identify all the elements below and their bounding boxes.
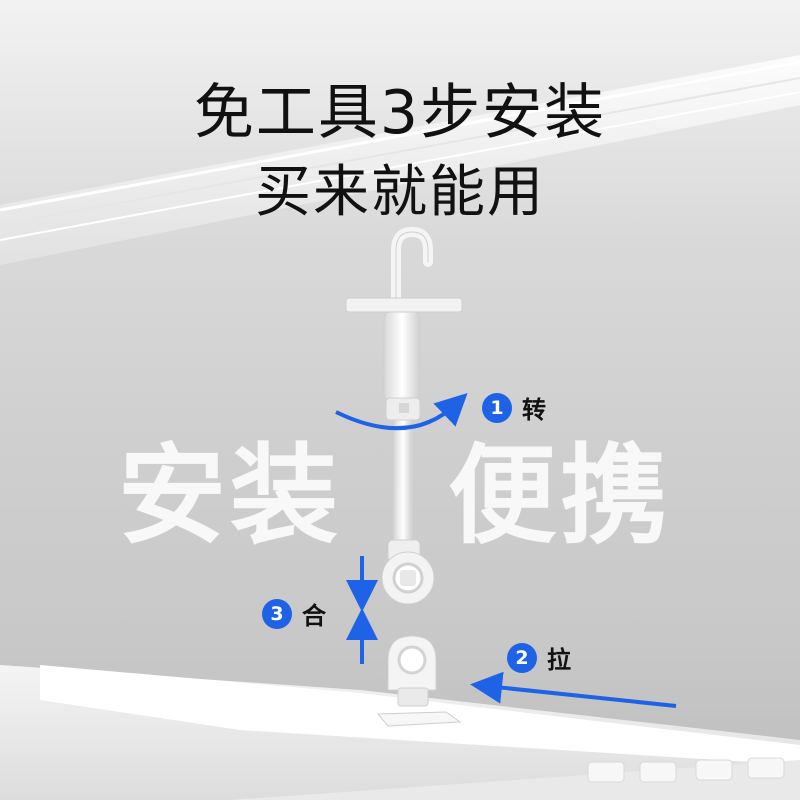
step-pull: 2 拉 [507,640,571,675]
step-label: 拉 [547,646,571,674]
hanger-rod [345,226,463,605]
headline-line2: 买来就能用 [255,160,545,225]
step-number-badge: 2 [507,642,537,673]
headline-line1: 免工具3步安装 [193,78,607,148]
watermark-install: 安装 [118,434,343,559]
base-clip [376,635,462,727]
step-label: 合 [302,602,326,630]
step-label: 转 [522,396,546,424]
step-rotate: 1 转 [482,390,546,425]
watermark-portable: 便携 [448,434,673,559]
arrow-left-icon [470,671,677,708]
step-number-badge: 3 [262,598,292,629]
top-rail [0,55,800,265]
step-number-badge: 1 [482,392,512,423]
step-close: 3 合 [262,596,326,631]
rotate-arrow-icon [335,392,468,431]
